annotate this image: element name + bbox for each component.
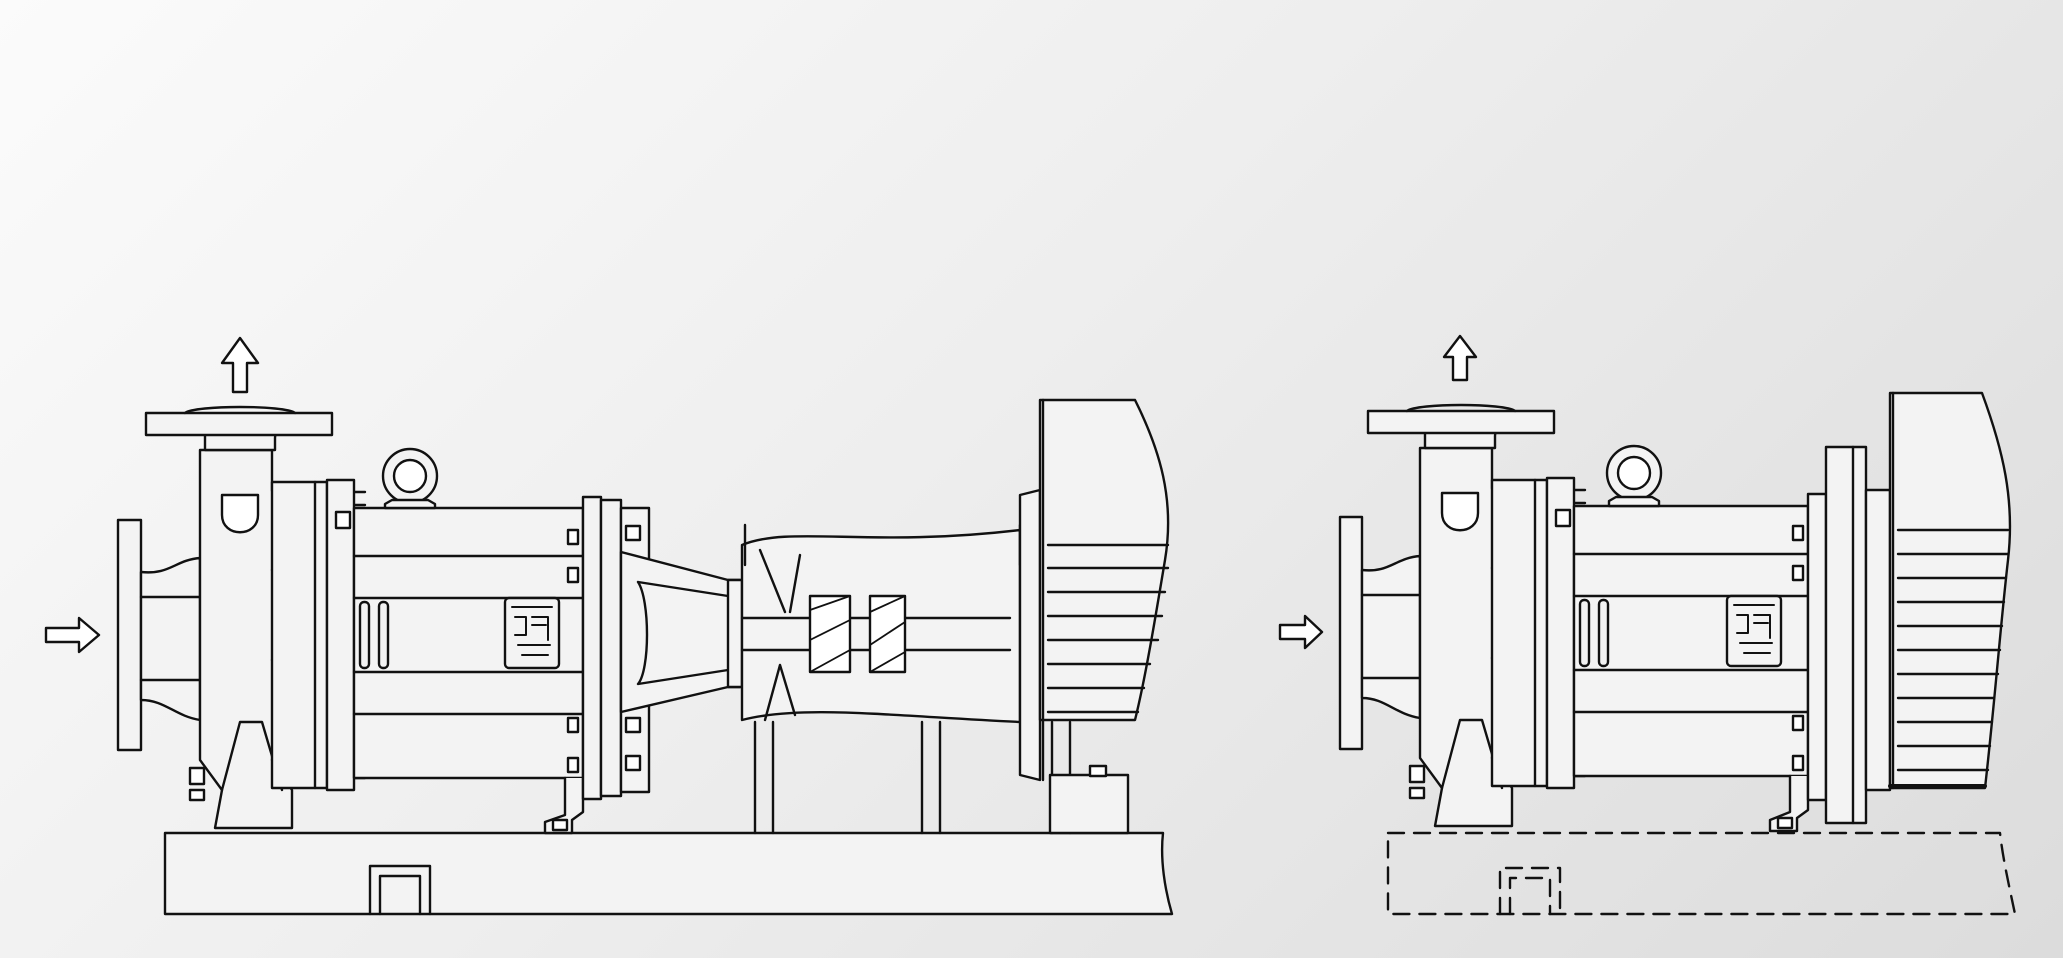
suction-nozzle [1360, 554, 1422, 720]
cover-flange [1545, 476, 1576, 790]
motor-flange [1806, 492, 1828, 802]
motor-flange-plate [1824, 445, 1868, 825]
inlet-arrow-icon [1278, 614, 1324, 650]
suction-flange [116, 518, 143, 752]
coupling-guard [619, 550, 742, 714]
motor-body [1888, 391, 2012, 790]
casing-cover [270, 480, 329, 790]
motor-cooling-fins [1046, 543, 1170, 714]
outlet-arrow-icon [1442, 334, 1478, 382]
nameplate-icon [1725, 594, 1783, 668]
suction-flange [1338, 515, 1364, 751]
inlet-arrow-icon [44, 616, 101, 654]
base-frame-slot [368, 864, 432, 916]
base-frame-slot [1498, 866, 1562, 916]
base-frame-dashed [1386, 831, 2017, 916]
casing-cover [1490, 478, 1549, 788]
motor-cooling-fins [1896, 528, 2010, 772]
nameplate-icon [503, 596, 561, 670]
coupling-hubs [808, 594, 907, 674]
suction-nozzle [139, 556, 202, 722]
discharge-flange [144, 411, 334, 437]
motor-end-shield [1018, 488, 1042, 782]
support-struts [753, 720, 1072, 835]
left-view-pump-assembly [44, 336, 1174, 916]
outlet-arrow-icon [220, 336, 260, 394]
motor-body [1038, 398, 1170, 722]
cover-flange [325, 478, 356, 792]
right-view-pump-assembly [1278, 334, 2017, 916]
base-frame [163, 831, 1174, 916]
motor-foot [1048, 773, 1130, 835]
discharge-flange [1366, 409, 1556, 435]
bracket-flange [581, 495, 603, 801]
